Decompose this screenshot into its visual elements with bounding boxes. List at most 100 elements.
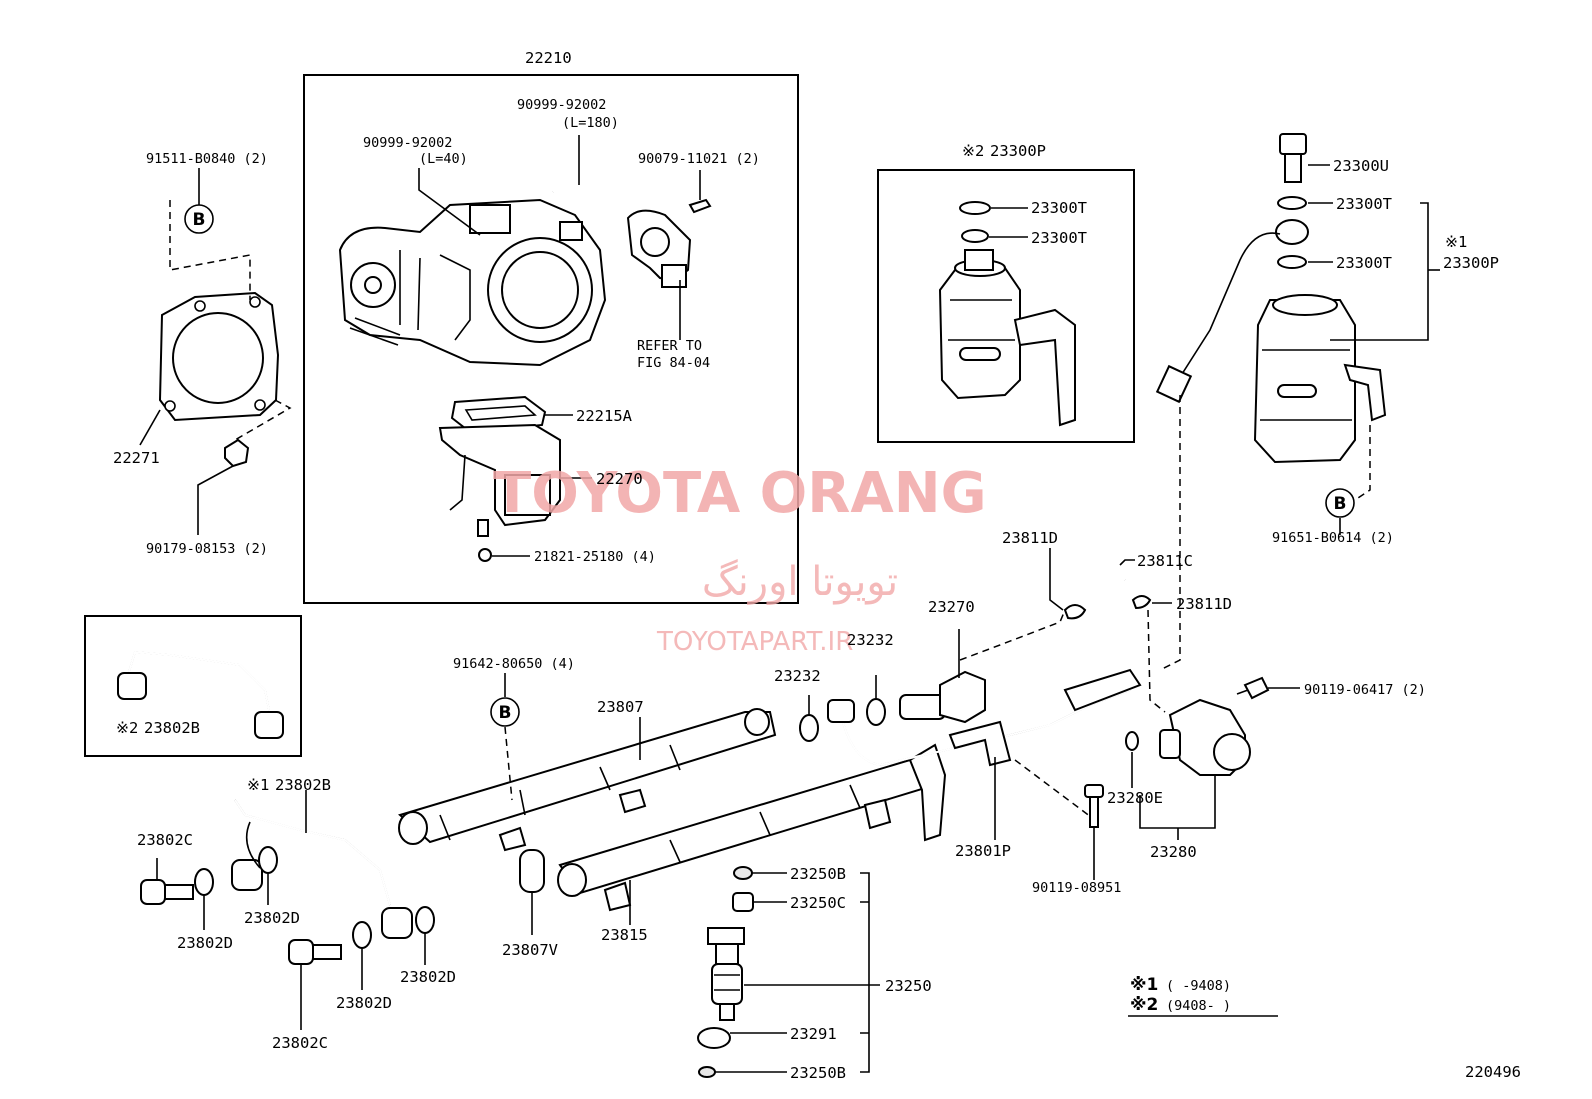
marker-b-2: B — [499, 703, 512, 723]
label-gasket-d4: 23802D — [400, 968, 456, 986]
label-iacv-gasket: 22215A — [576, 407, 633, 425]
label-cushion: 23250C — [790, 894, 846, 912]
pipe-bolt — [1084, 784, 1104, 828]
leader-gasket-nut — [197, 465, 234, 535]
pressure-regulator — [1159, 698, 1251, 776]
dash-gasket-nut — [234, 399, 292, 441]
dash-clip-regulator — [1147, 609, 1166, 713]
label-r-filter-set: 23300P — [1443, 254, 1499, 272]
dash-pipe-bolt — [1014, 759, 1096, 821]
bracket-injector — [860, 872, 870, 1073]
bracket-injector-ticks — [860, 901, 869, 1034]
leader-gasket — [139, 409, 161, 446]
label-filter-washer-a: 23300T — [1031, 199, 1087, 217]
idle-air-control-valve — [438, 423, 561, 562]
fuel-injector — [707, 927, 745, 1021]
union-bolt-top — [1279, 133, 1307, 183]
fuel-filter-alt-frame — [877, 169, 1135, 443]
label-pulsation-gasket-b: 23232 — [847, 631, 894, 649]
label-tb-hose-long: 90999-92002 — [517, 97, 606, 113]
watermark-brand: TOYOTA ORANG — [493, 461, 987, 526]
fuel-pipe-alt — [117, 650, 284, 739]
washer-bottom — [1277, 255, 1307, 269]
label-injector: 23250 — [885, 977, 932, 995]
legend-row2-range: (9408- ) — [1166, 998, 1231, 1014]
label-tb-hose-short: 90999-92002 — [363, 135, 452, 151]
label-insulator: 23291 — [790, 1025, 837, 1043]
label-regulator-bolt: 90119-06417 (2) — [1304, 682, 1426, 698]
throttle-hose-long — [552, 186, 620, 300]
label-delivery-pipe: 23807 — [597, 698, 644, 716]
diagram-id: 220496 — [1465, 1063, 1521, 1081]
label-tb-hose-long-len: (L=180) — [562, 115, 619, 131]
gasket-nut — [224, 438, 250, 468]
label-filter-set-note: ※2 — [962, 142, 984, 160]
throttle-gasket — [158, 291, 280, 422]
label-gasket-d3: 23802D — [336, 994, 392, 1012]
washer-top — [1277, 196, 1307, 210]
label-r-note: ※1 — [1445, 233, 1467, 251]
dash-rail-bolt — [504, 726, 513, 801]
label-pulsation-gasket-a: 23232 — [774, 667, 821, 685]
label-filter-bolt: 91651-B0614 (2) — [1272, 530, 1394, 546]
rail-spacer — [519, 849, 545, 893]
label-hose: 23811C — [1137, 552, 1193, 570]
label-fuel-pipe-1: 23802B — [275, 776, 331, 794]
dash-filter-to-rail — [1159, 395, 1181, 671]
label-union-c1: 23802C — [137, 831, 193, 849]
legend-row1-range: ( -9408) — [1166, 978, 1231, 994]
regulator-bolt — [1236, 676, 1270, 700]
legend-row2-mark: ※2 — [1130, 995, 1158, 1015]
label-group-box: 22210 — [525, 49, 572, 67]
gasket-d-4 — [415, 906, 435, 934]
label-pipe-bolt: 90119-08951 — [1032, 880, 1121, 896]
fuel-pipe — [231, 799, 413, 939]
label-gasket-bolt: 91511-B0840 (2) — [146, 151, 268, 167]
label-return-pipe: 23801P — [955, 842, 1011, 860]
legend-row1-mark: ※1 — [1130, 975, 1158, 995]
fuel-pipe-alt-frame — [84, 615, 302, 757]
fuel-filter-alt — [938, 201, 1076, 427]
marker-b-2-circle — [490, 697, 520, 727]
seal-top — [733, 866, 753, 880]
dash-filter-bolt — [1354, 425, 1371, 501]
label-gasket-d2: 23802D — [244, 909, 300, 927]
watermark-url: TOYOTAPART.IR — [656, 627, 853, 657]
marker-b-3-circle — [1325, 488, 1355, 518]
hose-clip-left — [1063, 604, 1087, 620]
dash-damper — [959, 609, 1066, 661]
leader-tb-hose-short — [418, 168, 481, 236]
union-bolt-lower — [288, 939, 342, 965]
label-oring: 23280E — [1107, 789, 1163, 807]
gasket-d-1 — [194, 868, 214, 896]
label-fuel-pipe-2: 23802B — [144, 719, 200, 737]
label-iacv: 22270 — [596, 470, 643, 488]
label-r-washer-b: 23300T — [1336, 254, 1392, 272]
label-hose-clip-right: 23811D — [1176, 595, 1232, 613]
regulator-oring — [1125, 731, 1139, 751]
label-union-bolt: 23300U — [1333, 157, 1389, 175]
label-gasket-d1: 23802D — [177, 934, 233, 952]
label-seal-top: 23250B — [790, 865, 846, 883]
pulsation-gasket-b — [866, 698, 886, 726]
bracket-filter-set — [1330, 202, 1429, 341]
union-bolt-left — [140, 879, 194, 905]
marker-b-3: B — [1334, 494, 1347, 514]
label-delivery-pipe-2: 23815 — [601, 926, 648, 944]
gasket-d-3 — [352, 921, 372, 949]
label-spacer: 23807V — [502, 941, 558, 959]
label-filter-set: 23300P — [990, 142, 1046, 160]
leader-hose — [1119, 559, 1135, 566]
label-hose-clip-left: 23811D — [1002, 529, 1058, 547]
label-gasket-nut: 90179-08153 (2) — [146, 541, 268, 557]
legend: ※1 ( -9408) ※2 (9408- ) — [1128, 975, 1278, 1017]
cushion — [732, 892, 754, 912]
label-fuel-pipe-note1: ※1 — [247, 776, 269, 794]
fuel-outlet-pipe — [1155, 219, 1309, 404]
label-pulsation-damper: 23270 — [928, 598, 975, 616]
label-fuel-pipe-note2: ※2 — [116, 719, 138, 737]
label-refer-to-1: REFER TO — [637, 338, 702, 354]
watermark-brand-fa: تویوتا اورنگ — [702, 559, 898, 605]
